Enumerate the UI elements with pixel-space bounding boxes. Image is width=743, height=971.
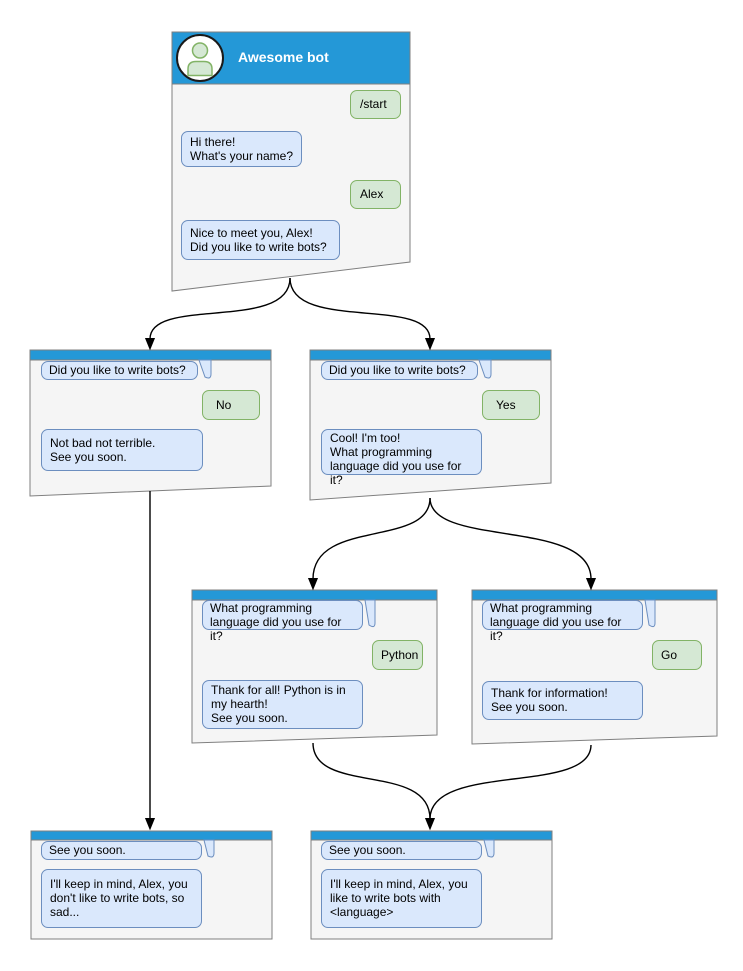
user-answer-yes: Yes [482,390,540,420]
connector-yes-to-python [312,497,431,580]
bubble-tail [203,839,215,858]
connector-root-to-yes [289,277,431,340]
bubble-tail [644,599,656,628]
bot-reply-end-no: I'll keep in mind, Alex, you don't like … [41,869,202,928]
arrowhead [585,578,597,591]
bot-reply-end-yes: I'll keep in mind, Alex, you like to wri… [321,869,482,928]
bubble-tail [478,359,492,379]
connector-yes-to-go [429,497,592,580]
person-icon [176,34,224,82]
context-question-bubble: What programming language did you use fo… [202,600,363,643]
connector-go-to-end [429,744,592,820]
bubble-tail [198,359,212,379]
connector-python-to-end [312,742,431,820]
user-message-start: /start [350,90,401,119]
window-no-header [29,349,272,361]
arrowhead [424,338,436,351]
user-answer-go: Go [652,640,702,670]
arrowheads [144,338,597,831]
context-question-bubble: Did you like to write bots? [321,361,478,380]
arrowhead [424,818,436,831]
window-go-header [471,589,718,601]
context-question-bubble: Did you like to write bots? [41,361,198,380]
bubble-tail [483,839,495,858]
context-question-bubble: What programming language did you use fo… [482,600,643,643]
bot-reply-go: Thank for information! See you soon. [482,681,643,720]
bot-reply-yes: Cool! I'm too! What programming language… [321,429,482,487]
bot-message-greeting: Hi there! What's your name? [181,131,302,167]
connectors [149,277,592,820]
bot-reply-no: Not bad not terrible. See you soon. [41,429,203,471]
context-question-bubble: See you soon. [321,841,482,860]
window-end-yes-header [310,830,553,841]
connector-root-to-no [149,277,291,340]
user-answer-python: Python [372,640,423,670]
user-message-name: Alex [350,180,401,209]
bot-message-question: Nice to meet you, Alex! Did you like to … [181,220,340,260]
bubble-tail [364,599,376,628]
window-end-no-header [30,830,273,841]
window-yes-header [309,349,552,361]
root-window-title: Awesome bot [238,49,329,65]
arrowhead [144,818,156,831]
bot-reply-python: Thank for all! Python is in my hearth! S… [202,680,363,729]
context-question-bubble: See you soon. [41,841,202,860]
user-answer-no: No [202,390,260,420]
window-python-header [191,589,438,601]
arrowhead [307,578,319,591]
arrowhead [144,338,156,351]
